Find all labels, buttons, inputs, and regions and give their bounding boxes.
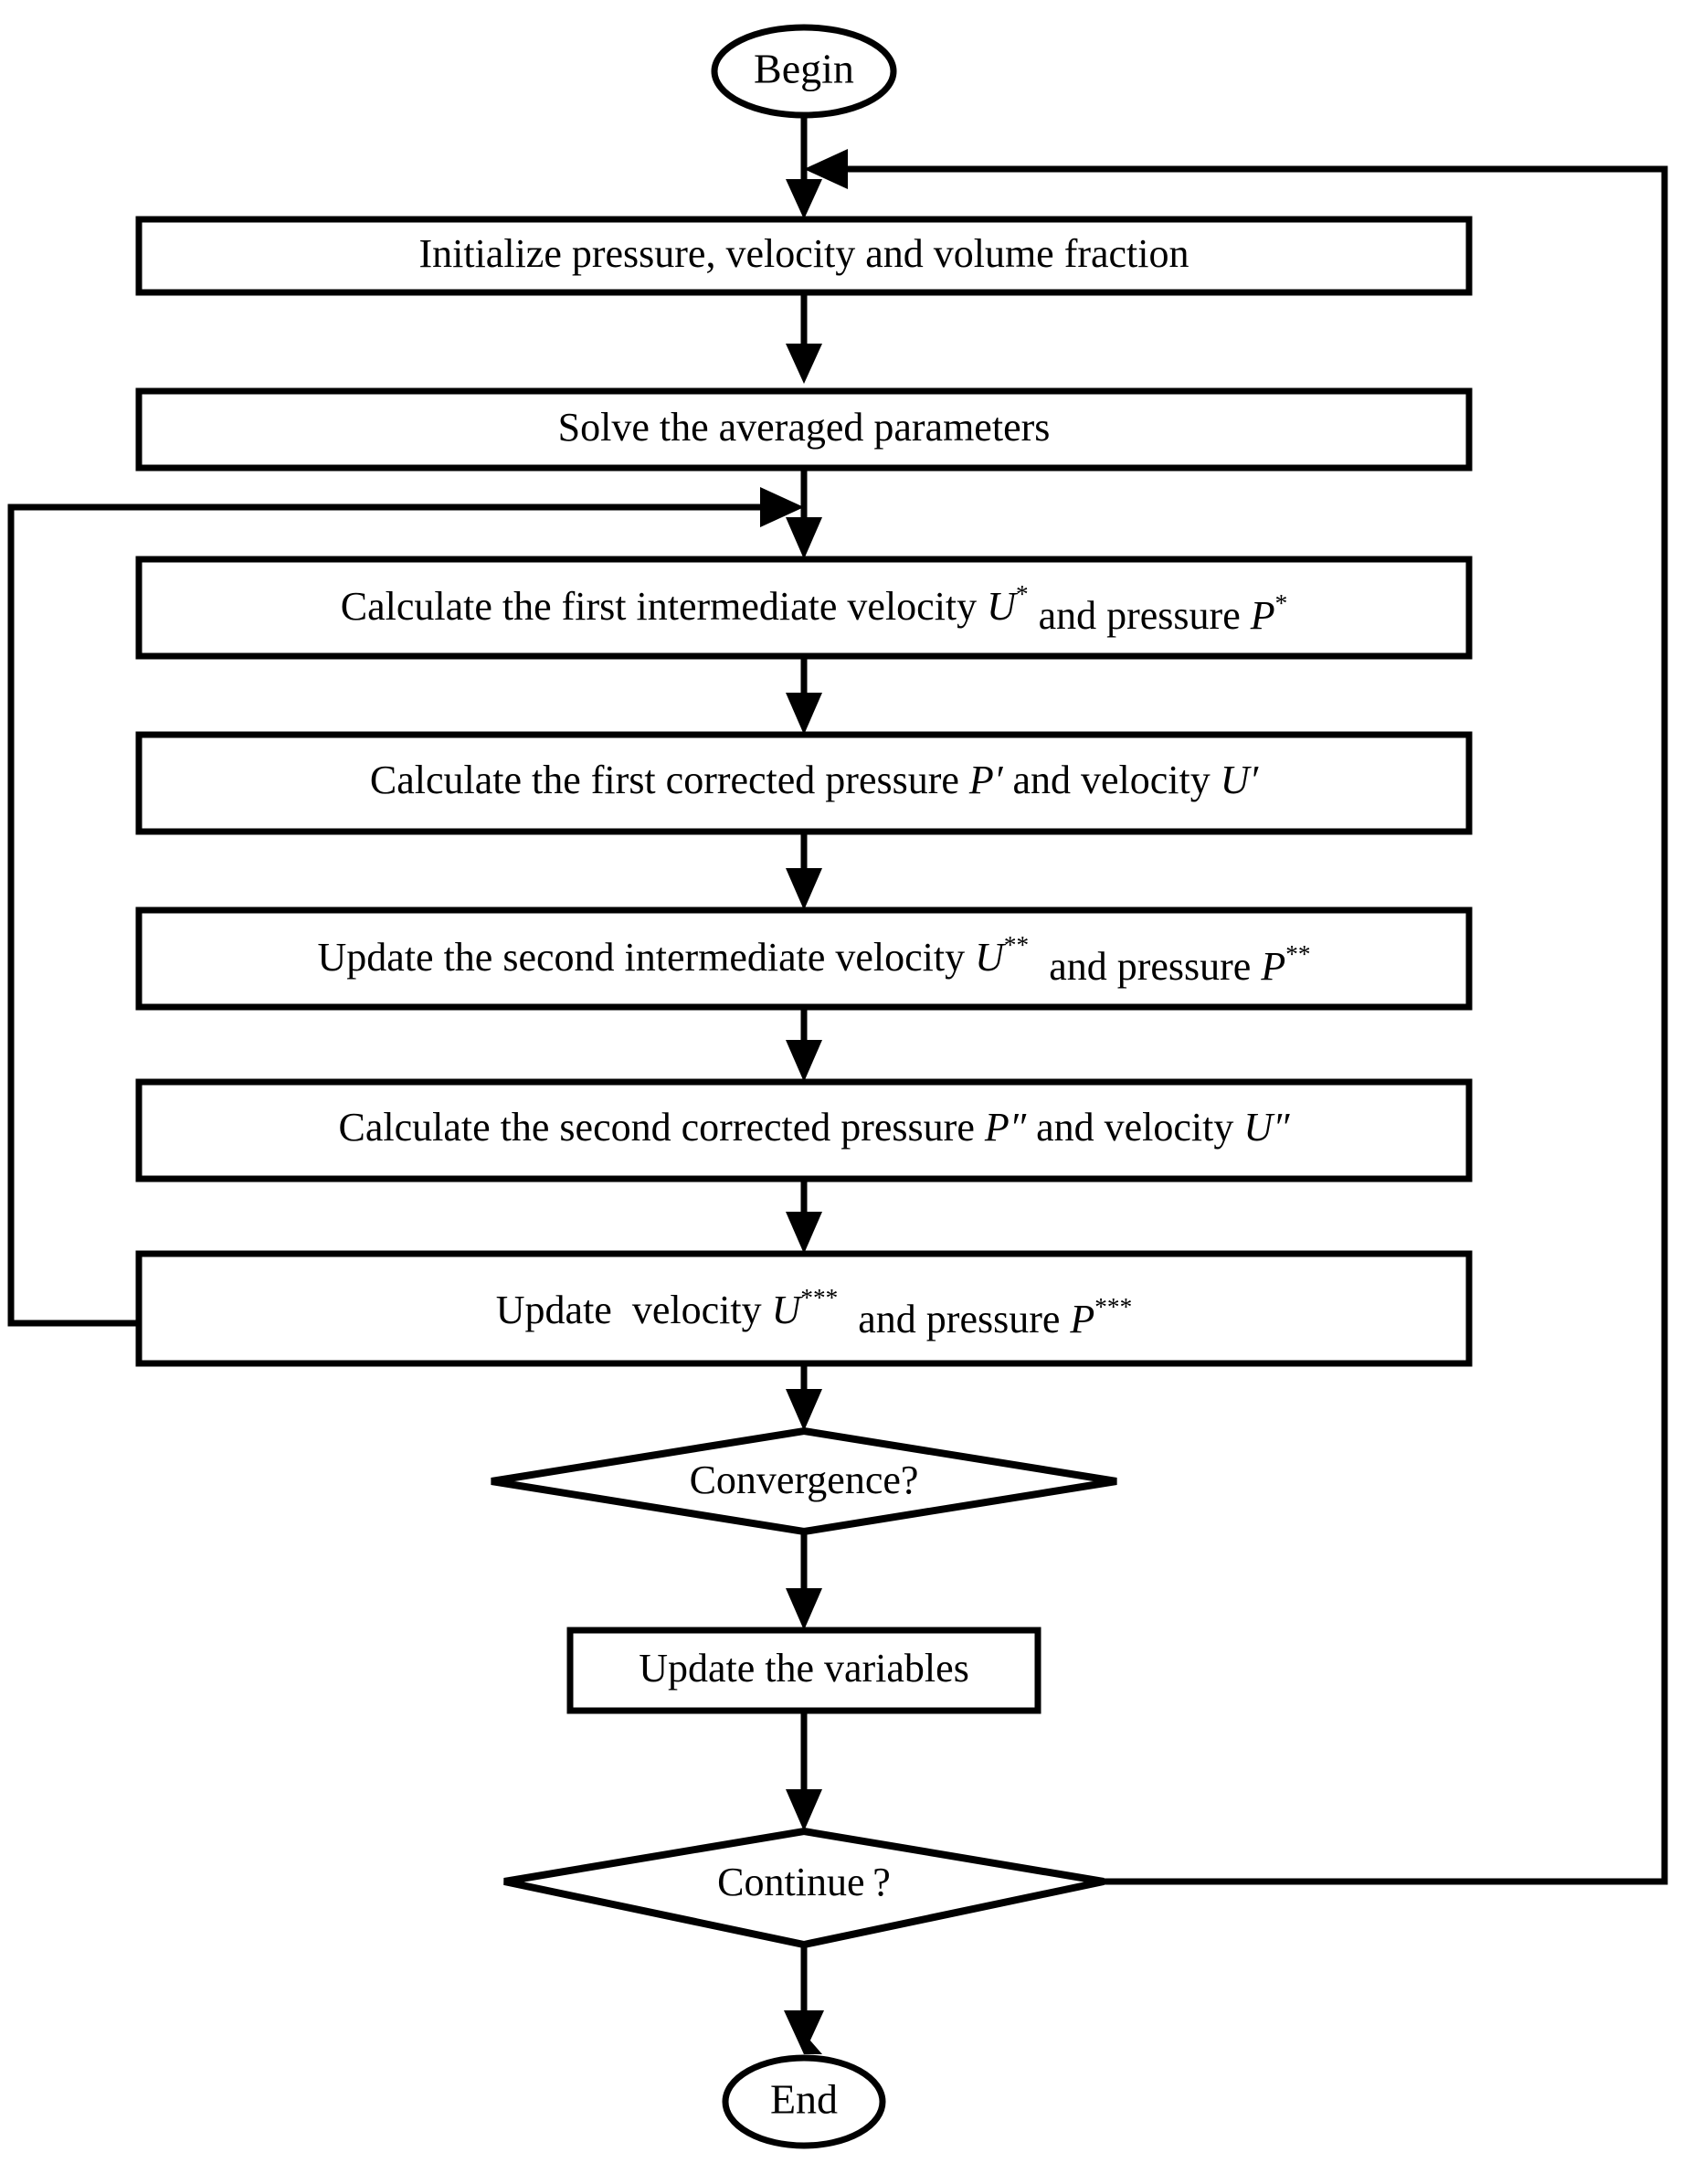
edge-begin-to-initialize (786, 105, 822, 219)
second-intermediate-sup-1: ** (1004, 931, 1029, 959)
node-begin[interactable]: Begin (711, 24, 897, 119)
second-corrected-var-1: P (984, 1105, 1010, 1150)
edge-inner-loop-feedback (7, 487, 804, 1327)
edge-continue-to-end (784, 1945, 824, 2054)
second-corrected-text-1: Calculate the second corrected pressure (339, 1105, 985, 1150)
node-first-corrected-label: Calculate the first corrected pressure P… (280, 758, 1328, 802)
first-corrected-var-1: P (968, 758, 994, 802)
first-intermediate-text-2: and pressure (1029, 593, 1251, 638)
edge-outer-loop-feedback (804, 149, 1668, 1885)
node-second-intermediate[interactable]: Update the second intermediate velocity … (135, 906, 1473, 1011)
first-intermediate-sup-1: * (1016, 580, 1029, 608)
first-intermediate-var-1: U (987, 584, 1019, 629)
node-end-label: End (770, 2076, 838, 2123)
node-update-uv[interactable]: Update velocity U*** and pressure P*** (135, 1250, 1473, 1367)
edge-update-variables-to-continue (786, 1711, 822, 1831)
first-corrected-sup-1: ′ (994, 758, 1004, 802)
edge-update-uv-to-convergence (786, 1363, 822, 1431)
edge-first-intermediate-to-first-corrected (786, 656, 822, 735)
node-first-corrected[interactable]: Calculate the first corrected pressure P… (135, 731, 1473, 835)
node-continue-label: Continue ? (717, 1860, 891, 1904)
update-uv-text-2: and pressure (838, 1297, 1070, 1341)
second-corrected-sup-2: ″ (1273, 1105, 1290, 1150)
second-intermediate-var-1: U (975, 935, 1007, 980)
node-update-uv-label: Update velocity U*** and pressure P*** (406, 1284, 1202, 1341)
update-uv-text-1: Update velocity (496, 1288, 772, 1332)
edge-initialize-to-solve (786, 292, 822, 384)
node-begin-label: Begin (754, 46, 854, 92)
first-corrected-text-1: Calculate the first corrected pressure (370, 758, 969, 802)
second-intermediate-var-2: P (1260, 944, 1285, 989)
second-corrected-text-2: and velocity (1026, 1105, 1243, 1150)
second-intermediate-text-2: and pressure (1029, 944, 1261, 989)
node-second-corrected[interactable]: Calculate the second corrected pressure … (135, 1078, 1473, 1182)
first-intermediate-var-2: P (1250, 593, 1275, 638)
second-intermediate-text-1: Update the second intermediate velocity (318, 935, 976, 980)
node-update-variables-label: Update the variables (639, 1646, 969, 1691)
node-first-intermediate-label: Calculate the first intermediate velocit… (250, 580, 1359, 638)
edge-solve-to-first-intermediate (786, 468, 822, 559)
first-corrected-var-2: U (1221, 758, 1253, 802)
second-corrected-sup-1: ″ (1010, 1105, 1027, 1150)
edge-convergence-to-update-variables (786, 1532, 822, 1630)
first-intermediate-text-1: Calculate the first intermediate velocit… (341, 584, 987, 629)
update-uv-var-2: P (1069, 1297, 1094, 1341)
node-convergence-label: Convergence? (690, 1458, 919, 1502)
first-intermediate-sup-2: * (1275, 589, 1288, 617)
node-end[interactable]: End (722, 2054, 886, 2149)
node-second-corrected-label: Calculate the second corrected pressure … (248, 1105, 1360, 1150)
node-update-variables[interactable]: Update the variables (566, 1627, 1041, 1714)
update-uv-var-1: U (772, 1288, 804, 1332)
node-solve-averaged[interactable]: Solve the averaged parameters (135, 387, 1473, 472)
update-uv-sup-1: *** (800, 1284, 838, 1311)
node-initialize-label: Initialize pressure, velocity and volume… (418, 231, 1189, 276)
node-solve-averaged-label: Solve the averaged parameters (558, 405, 1051, 450)
first-corrected-sup-2: ′ (1249, 758, 1259, 802)
second-corrected-var-2: U (1243, 1105, 1275, 1150)
edge-first-corrected-to-second-intermediate (786, 832, 822, 910)
update-uv-sup-2: *** (1094, 1293, 1132, 1320)
first-corrected-text-2: and velocity (1002, 758, 1220, 802)
edge-second-intermediate-to-second-corrected (786, 1007, 822, 1082)
node-convergence[interactable]: Convergence? (491, 1426, 1117, 1536)
node-initialize[interactable]: Initialize pressure, velocity and volume… (135, 216, 1473, 296)
second-intermediate-sup-2: ** (1285, 940, 1310, 968)
node-continue[interactable]: Continue ? (503, 1827, 1105, 1949)
node-second-intermediate-label: Update the second intermediate velocity … (227, 931, 1381, 989)
edge-second-corrected-to-update-uv (786, 1179, 822, 1254)
node-first-intermediate[interactable]: Calculate the first intermediate velocit… (135, 556, 1473, 660)
